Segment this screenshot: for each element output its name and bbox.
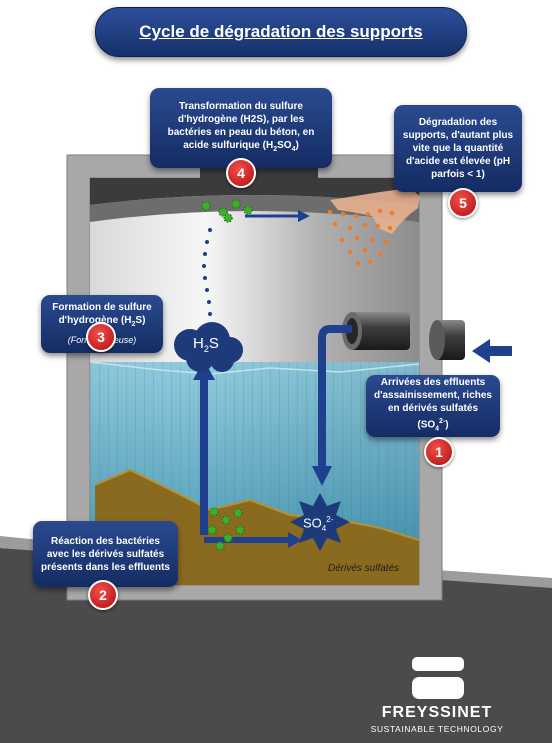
effluent-arrow xyxy=(318,325,352,468)
bacterium xyxy=(223,533,233,543)
step-5-box: Dégradation des supports, d'autant plus … xyxy=(394,105,522,192)
acid-drop xyxy=(340,211,346,217)
acid-drop xyxy=(327,209,333,215)
brand-tagline: SUSTAINABLE TECHNOLOGY xyxy=(370,724,504,734)
acid-drop xyxy=(369,237,375,243)
freyssinet-logo-icon xyxy=(412,657,464,699)
gas-dot xyxy=(205,240,209,244)
step-2-box: Réaction des bactéries avec les dérivés … xyxy=(33,521,178,587)
acid-drop xyxy=(339,237,345,243)
gas-dot xyxy=(202,264,206,268)
h2s-label: H2S xyxy=(193,335,219,354)
so4-burst xyxy=(290,493,350,551)
step-3-badge: 3 xyxy=(86,322,116,352)
acid-drop xyxy=(367,259,373,265)
bacterium xyxy=(221,515,231,525)
inflow-arrow xyxy=(472,339,512,363)
acid-drop xyxy=(354,235,360,241)
bacterium xyxy=(201,201,211,211)
bacterium xyxy=(218,207,228,217)
gas-dot xyxy=(205,288,209,292)
gas-dot xyxy=(208,228,212,232)
ceiling-slab xyxy=(90,168,419,205)
page-title: Cycle de dégradation des supports xyxy=(139,22,423,41)
step-2-text: Réaction des bactéries avec les dérivés … xyxy=(41,535,170,573)
step-4-text: Transformation du sulfure d'hydrogène (H… xyxy=(167,101,315,153)
sludge-highlight xyxy=(94,468,420,541)
acid-drop xyxy=(377,251,383,257)
bacterium xyxy=(223,213,233,223)
acid-drop xyxy=(365,211,371,217)
bacterium xyxy=(243,205,253,215)
bacterium xyxy=(215,541,225,551)
gas-dots xyxy=(202,228,212,316)
so4-label: SO42- xyxy=(303,515,334,533)
bacterium xyxy=(209,507,219,517)
brand-name: FREYSSINET xyxy=(381,704,493,721)
step-4-badge: 4 xyxy=(226,158,256,188)
ceiling-arrowhead xyxy=(298,210,310,222)
step-1-box: Arrivées des effluents d'assainissement,… xyxy=(366,375,500,437)
title-banner: Cycle de dégradation des supports xyxy=(95,7,467,57)
step-1-badge: 1 xyxy=(424,437,454,467)
acid-drop xyxy=(362,247,368,253)
acid-drop xyxy=(347,225,353,231)
acid-drops xyxy=(327,208,395,266)
inlet-pipe xyxy=(342,312,410,350)
step-2-badge: 2 xyxy=(88,580,118,610)
acid-drop xyxy=(347,249,353,255)
bacterium xyxy=(235,525,245,535)
bacterium xyxy=(233,508,243,518)
corrosion xyxy=(330,188,420,234)
reaction-arrowhead xyxy=(288,532,302,548)
acid-drop xyxy=(383,239,389,245)
gas-dot xyxy=(203,276,207,280)
acid-drop xyxy=(355,260,361,266)
step-1-text: Arrivées des effluents d'assainissement,… xyxy=(374,377,492,433)
outer-pipe xyxy=(429,320,465,360)
effluent-arrowhead xyxy=(312,466,332,486)
h2s-cloud xyxy=(174,322,243,372)
step-4-box: Transformation du sulfure d'hydrogène (H… xyxy=(150,88,332,168)
acid-drop xyxy=(362,222,368,228)
bacterium xyxy=(207,525,217,535)
acid-drop xyxy=(375,223,381,229)
water-surface xyxy=(89,361,420,375)
acid-drop xyxy=(389,210,395,216)
step-3-text: Formation de sulfure d'hydrogène (H2S) xyxy=(52,302,152,328)
step-5-text: Dégradation des supports, d'autant plus … xyxy=(402,117,514,180)
acid-drop xyxy=(353,213,359,219)
gas-dot xyxy=(203,252,207,256)
gas-dot xyxy=(208,312,212,316)
bacterium xyxy=(231,199,241,209)
gas-dot xyxy=(207,300,211,304)
acid-drop xyxy=(387,225,393,231)
step-5-badge: 5 xyxy=(448,188,478,218)
acid-drop xyxy=(332,221,338,227)
acid-drop xyxy=(377,208,383,214)
bacteria-group xyxy=(201,199,253,551)
deposit-label: Dérivés sulfatés xyxy=(328,563,400,574)
